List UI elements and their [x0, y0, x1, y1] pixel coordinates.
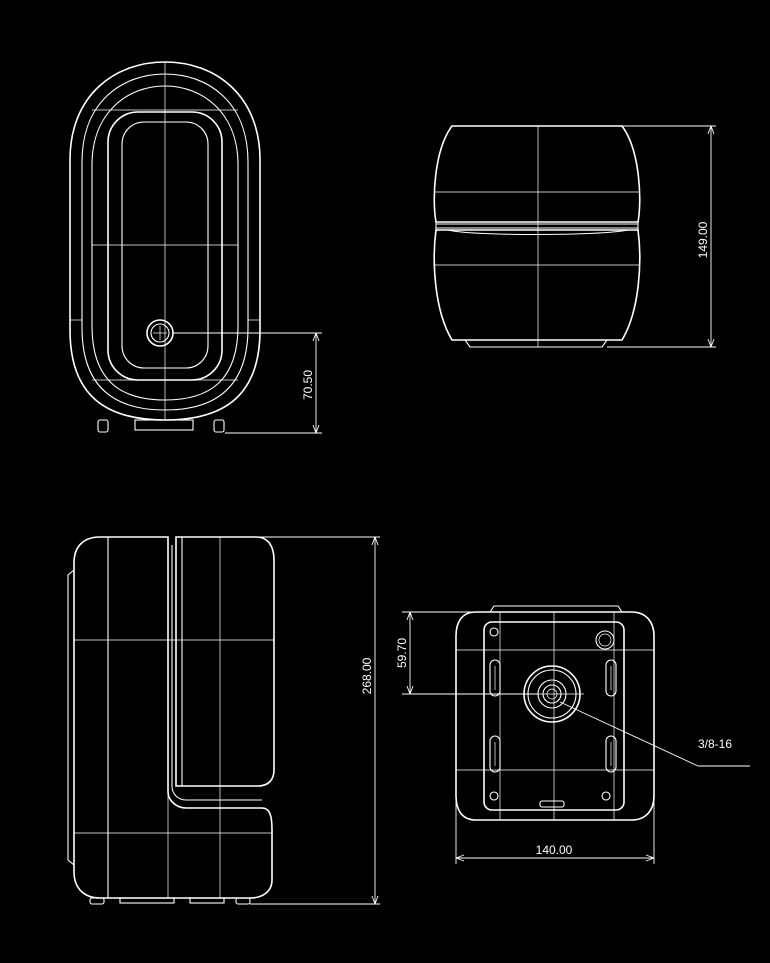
dim-front-height: 149.00	[696, 221, 710, 258]
mount-thread-leader	[559, 701, 699, 767]
top-view-body	[91, 85, 239, 401]
front-view: 149.00	[433, 125, 716, 348]
bottom-view-screw-tl	[489, 627, 499, 637]
bottom-view-slot-3	[489, 735, 501, 773]
bottom-view-slot-1	[489, 659, 501, 697]
side-view-back-body	[73, 536, 273, 899]
bottom-view-button	[595, 630, 615, 650]
dim-top-view-offset: 70.50	[301, 370, 315, 400]
side-view-foot-3	[189, 897, 225, 904]
bottom-view-screw-bl	[489, 791, 499, 801]
bottom-view-label-slot	[539, 800, 565, 808]
dim-side-height: 268.00	[360, 657, 374, 694]
top-view-shell-inner	[81, 73, 249, 411]
top-view-outer-shell	[69, 61, 261, 421]
top-view: 70.50	[69, 61, 322, 434]
top-view-button-inner	[150, 323, 170, 343]
side-view-foot-1	[89, 897, 105, 905]
side-view-head	[175, 536, 275, 787]
top-view-foot-left	[97, 419, 109, 433]
side-view: 268.00	[67, 536, 380, 905]
dim-bottom-offset: 59.70	[395, 638, 409, 668]
front-view-base	[464, 339, 608, 348]
side-view-back-inner	[67, 537, 109, 898]
bottom-view: 59.70 140.00 3/8-16	[395, 605, 750, 864]
side-view-foot-4	[235, 897, 251, 905]
front-view-lower-body	[433, 229, 641, 341]
side-view-foot-2	[119, 897, 175, 904]
dim-bottom-width: 140.00	[536, 843, 573, 857]
front-view-upper-body	[433, 125, 641, 223]
mount-thread-label: 3/8-16	[698, 737, 732, 751]
top-view-foot-center	[134, 419, 194, 431]
bottom-view-slot-2	[605, 659, 617, 697]
bottom-view-screw-br	[601, 791, 611, 801]
top-view-foot-right	[213, 419, 225, 433]
bottom-view-outer	[455, 611, 655, 821]
front-view-groove	[435, 222, 639, 230]
bottom-view-slot-4	[605, 735, 617, 773]
